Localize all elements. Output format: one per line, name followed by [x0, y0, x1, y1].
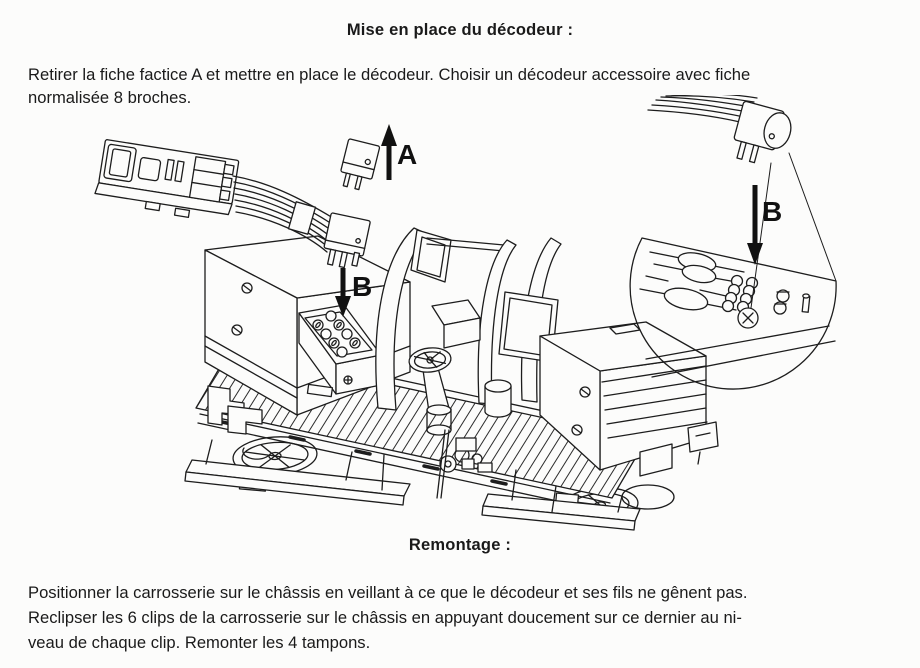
arrow-a-up [381, 124, 397, 180]
socket-pin-pads [721, 274, 759, 314]
text-line: Positionner la carrosserie sur le châssi… [28, 583, 748, 602]
text-line: veau de chaque clip. Remonter les 4 tamp… [28, 633, 371, 652]
decoder-installation-figure: B [94, 95, 837, 531]
eight-pin-plug [323, 212, 371, 269]
battery-box [539, 321, 708, 477]
arrow-b-socket [335, 268, 351, 317]
brake-handwheel [408, 347, 452, 436]
screw-icon [343, 375, 353, 385]
choke-components [639, 251, 745, 311]
magnifier-leader-line [788, 152, 837, 282]
reassembly-section-title: Remontage : [408, 536, 512, 554]
right-footboard [481, 493, 641, 531]
fuse-clip [773, 289, 790, 315]
accessory-decoder-plug [647, 95, 837, 309]
harness-sleeve [287, 201, 317, 235]
socket-pin-holes [312, 310, 361, 358]
coupling-box [687, 421, 719, 465]
socket-detail-magnifier [629, 237, 837, 390]
underframe-details [238, 437, 580, 508]
screw-icon [231, 324, 243, 336]
decoder-module [94, 139, 371, 269]
magnifier-leader-line [750, 162, 772, 309]
pin-one-marker [737, 307, 759, 329]
install-section-title: Mise en place du décodeur : [346, 21, 574, 39]
decoder-socket [298, 304, 382, 398]
text-line: Reclipser les 6 clips de la carrosserie … [28, 608, 742, 627]
screw-icon [241, 282, 253, 294]
text-line: Retirer la fiche factice A et mettre en … [28, 65, 751, 84]
left-footboard [184, 459, 411, 506]
label-a: A [397, 139, 417, 170]
label-b-detail: B [762, 196, 782, 227]
wire-harness [232, 175, 334, 253]
label-b-socket: B [352, 271, 372, 302]
dummy-plug-a [340, 138, 381, 191]
locomotive-chassis-drawing [184, 227, 719, 531]
install-section-paragraph: Retirer la fiche factice A et mettre en … [28, 64, 898, 109]
reassembly-section-paragraph: Positionner la carrosserie sur le châssi… [28, 580, 898, 655]
rear-wheel [621, 484, 675, 510]
front-end-beam [207, 385, 269, 460]
dome-cylinder [484, 379, 512, 418]
magnifier-circle [629, 237, 837, 390]
screw-icon [579, 386, 591, 398]
screw-icon [571, 424, 583, 436]
text-line: normalisée 8 broches. [28, 87, 192, 107]
contact-pin [801, 293, 811, 313]
arrow-b-detail [747, 185, 763, 265]
footboard-posts [205, 429, 623, 513]
